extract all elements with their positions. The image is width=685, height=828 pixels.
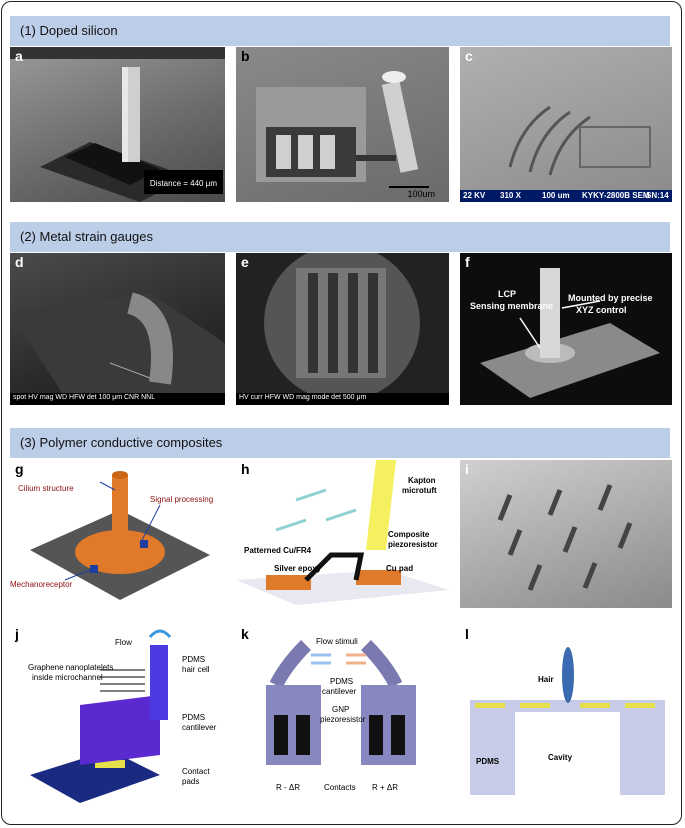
section-header-polymer: (3) Polymer conductive composites (10, 428, 670, 458)
sensor-pads-drawing (256, 71, 419, 182)
sem-magnification: 310 X (500, 191, 521, 200)
pdms-hair-drawing (30, 629, 172, 803)
mechanoreceptor-label: Mechanoreceptor (10, 580, 73, 589)
distance-box: Distance = 440 μm (143, 170, 223, 194)
sem-info-bar: spot HV mag WD HFW det 100 μm CNR NNL (10, 393, 225, 405)
flow-stimuli-label: Flow stimuli (316, 637, 358, 646)
panel-label: b (241, 48, 250, 64)
mechanoreceptor-drawing (30, 471, 210, 600)
section-title: (2) Metal strain gauges (20, 229, 153, 244)
pdms-label: PDMS (330, 677, 354, 686)
section-header-metal-strain: (2) Metal strain gauges (10, 222, 670, 252)
panel-label: i (465, 461, 469, 477)
scale-bar (389, 186, 429, 188)
cavity-drawing (470, 647, 665, 795)
sem-footer: spot HV mag WD HFW det 100 μm CNR NNL (13, 394, 156, 401)
panel-label: d (15, 254, 24, 270)
hair-cell-label: hair cell (182, 665, 210, 674)
panel-k-diagram: k Flow stimuli PDMS cantilever GNP piezo… (236, 625, 449, 805)
sem-footer: HV curr HFW WD mag mode det 500 μm (239, 394, 367, 401)
gnp-label: Graphene nanoplatelets (28, 663, 114, 672)
sem-serial: SN:14 (646, 191, 669, 200)
panel-label: g (15, 461, 24, 477)
membrane-label: Sensing membrane (470, 301, 554, 311)
panel-g-diagram: g Cilium structure Signal processing Mec… (10, 460, 225, 608)
panel-label: c (465, 48, 473, 64)
panel-label: f (465, 254, 470, 270)
lcp-label: LCP (498, 289, 516, 299)
mounted-label: Mounted by precise (568, 293, 653, 303)
panel-label: l (465, 626, 469, 642)
panel-label: h (241, 461, 250, 477)
section-header-doped-silicon: (1) Doped silicon (10, 16, 670, 46)
panel-j-diagram: j Flow Graphene nanoplatelets inside mic… (10, 625, 225, 805)
cu-fr4-label: Patterned Cu/FR4 (244, 546, 312, 555)
cantilever-label: cantilever (322, 687, 357, 696)
panel-i-photo: i (460, 460, 672, 608)
panel-e-sem-image: e HV curr HFW WD mag mode det 500 μm (236, 253, 449, 405)
hair-label: Hair (538, 675, 554, 684)
panel-l-diagram: l Hair PDMS Cavity (460, 625, 672, 805)
scale-label: 100um (407, 189, 435, 199)
kapton-label: Kapton (408, 476, 436, 485)
composite-label: Composite (388, 530, 430, 539)
sem-model: KYKY-2800B SEM (582, 191, 650, 200)
section-title: (3) Polymer conductive composites (20, 435, 223, 450)
piezoresistor-label: piezoresistor (388, 540, 438, 549)
cantilever-label: cantilever (182, 723, 217, 732)
cilium-label: Cilium structure (18, 484, 74, 493)
curled-sensor-drawing (10, 292, 225, 405)
flow-label: Flow (115, 638, 132, 647)
pdms-label: PDMS (182, 713, 206, 722)
gnp-label: GNP (332, 705, 350, 714)
r-plus-label: R + ΔR (372, 783, 399, 792)
r-minus-label: R - ΔR (276, 783, 301, 792)
panel-label: j (15, 626, 19, 642)
pdms-label: PDMS (182, 655, 206, 664)
pads-label: pads (182, 777, 200, 786)
pdms-label: PDMS (476, 757, 500, 766)
piezoresistor-label: piezoresistor (320, 715, 366, 724)
hair-array-drawing (508, 105, 651, 176)
microtuft-label: microtuft (402, 486, 437, 495)
gnp-cantilever-drawing (266, 640, 416, 765)
sem-scale: 100 um (542, 191, 570, 200)
lcp-sensor-drawing (480, 268, 660, 398)
panel-label: k (241, 626, 249, 642)
sem-info-bar: 22 KV 310 X 100 um KYKY-2800B SEM SN:14 (460, 190, 672, 202)
distance-label: Distance = 440 μm (149, 179, 217, 188)
sem-voltage: 22 KV (463, 191, 486, 200)
circular-membrane-drawing (264, 253, 420, 401)
microchannel-label: inside microchannel (32, 673, 103, 682)
panel-d-sem-image: d spot HV mag WD HFW det 100 μm CNR NNL (10, 253, 225, 405)
panel-label: e (241, 254, 249, 270)
panel-c-sem-image: c 22 KV 310 X 100 um KYKY-2800B SEM SN:1… (460, 47, 672, 202)
panel-f-photo: f LCP Sensing membrane Mounted by precis… (460, 253, 672, 405)
panel-label: a (15, 48, 23, 64)
panel-a-sem-image: a Distance = 440 μm (10, 47, 225, 202)
panel-b-sem-image: b 100um (236, 47, 449, 202)
sem-info-bar: HV curr HFW WD mag mode det 500 μm (236, 393, 449, 405)
contact-label: Contact (182, 767, 210, 776)
pillar-array-drawing (497, 484, 633, 591)
silver-epoxy-label: Silver epoxy (274, 564, 322, 573)
cavity-label: Cavity (548, 753, 573, 762)
section-title: (1) Doped silicon (20, 23, 118, 38)
cu-pad-label: Cu pad (386, 564, 414, 573)
kapton-sensor-drawing (236, 460, 449, 605)
signal-label: Signal processing (150, 495, 214, 504)
contacts-label: Contacts (324, 783, 356, 792)
xyz-label: XYZ control (576, 305, 627, 315)
panel-h-diagram: h Kapton microtuft Composite piezoresist… (236, 460, 449, 608)
